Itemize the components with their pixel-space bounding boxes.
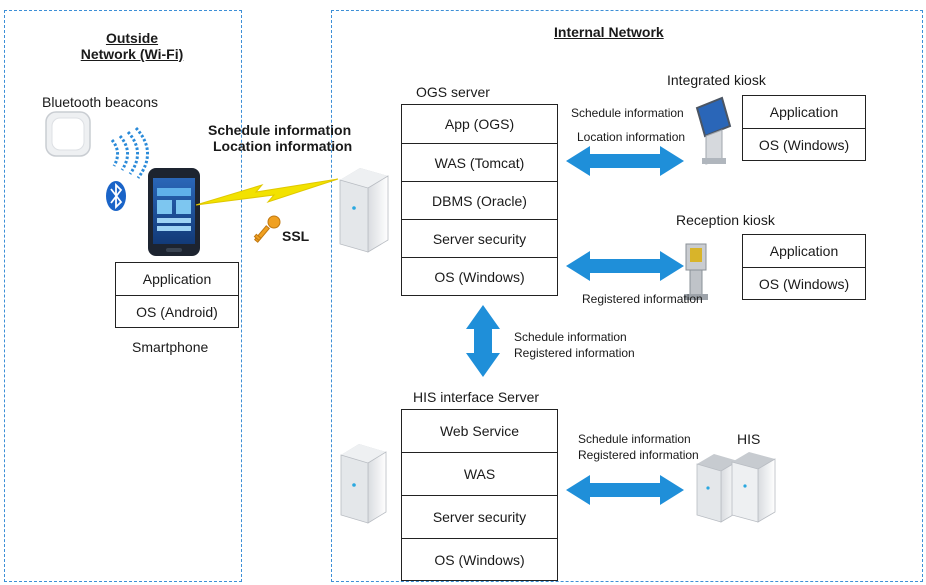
key-icon [253,215,281,243]
arrow-ogs-integrated-kiosk [566,146,684,176]
beacon-icon [45,111,91,157]
his-interface-server-title: HIS interface Server [413,389,540,405]
outside-zone-title-line1: Outside [105,30,159,46]
reception-flow-label: Registered information [582,292,703,306]
his-interface-server-stack: Web Service WAS Server security OS (Wind… [401,409,558,581]
ogs-server-title: OGS server [416,84,490,100]
his-flow-label-line2: Registered information [578,448,699,462]
ssl-label: SSL [282,228,310,244]
ogs-server-tower-icon [339,168,389,253]
integrated-kiosk-title: Integrated kiosk [667,72,766,88]
smartphone-label: Smartphone [132,339,209,355]
signal-waves-icon [110,126,149,179]
his-servers-icon [696,452,776,523]
outside-zone-title-line2: Network (Wi-Fi) [80,46,184,62]
his-interface-stack-os: OS (Windows) [434,551,525,568]
his-interface-stack-security: Server security [402,496,557,539]
reception-kiosk-stack: Application OS (Windows) [742,234,866,300]
integrated-kiosk-stack-application: Application [743,96,865,129]
integrated-kiosk-icon [695,96,732,165]
smartphone-stack-os: OS (Android) [136,303,218,320]
outside-network-zone [4,10,242,582]
smartphone-software-stack: Application OS (Android) [115,262,239,328]
internal-network-zone [331,10,923,582]
link-label-line2: Location information [213,138,353,154]
ogs-stack-os: OS (Windows) [434,268,525,285]
integrated-flow-label-line2: Location information [577,130,686,144]
beacons-label: Bluetooth beacons [42,94,158,110]
his-interface-server-tower-icon [340,444,387,524]
integrated-flow-label-line1: Schedule information [571,106,684,120]
his-title: HIS [737,431,761,447]
reception-kiosk-icon [684,243,708,300]
arrow-ogs-his-interface [466,305,500,377]
internal-zone-title: Internal Network [554,24,664,40]
his-flow-label-line1: Schedule information [578,432,691,446]
reception-kiosk-stack-application: Application [743,235,865,268]
reception-kiosk-stack-os: OS (Windows) [758,275,850,292]
ogs-stack-security: Server security [402,220,557,258]
arrow-his-interface-his [566,475,684,505]
ogs-server-stack: App (OGS) WAS (Tomcat) DBMS (Oracle) Ser… [401,104,558,296]
ogs-stack-was: WAS (Tomcat) [402,144,557,182]
arrow-ogs-reception-kiosk [566,251,684,281]
reception-kiosk-title: Reception kiosk [676,212,775,228]
bluetooth-icon [106,181,126,211]
his-interface-stack-web-service: Web Service [402,410,557,453]
ogs-stack-dbms: DBMS (Oracle) [402,182,557,220]
smartphone-icon [148,168,200,256]
integrated-kiosk-stack: Application OS (Windows) [742,95,866,161]
vertical-flow-label-line2: Registered information [514,346,635,360]
ssl-link-bolt [195,178,339,206]
integrated-kiosk-stack-os: OS (Windows) [758,136,850,153]
ogs-stack-app: App (OGS) [402,105,557,144]
his-interface-stack-was: WAS [402,453,557,496]
vertical-flow-label-line1: Schedule information [514,330,627,344]
link-label-line1: Schedule information [208,122,352,138]
smartphone-stack-application: Application [116,263,238,296]
